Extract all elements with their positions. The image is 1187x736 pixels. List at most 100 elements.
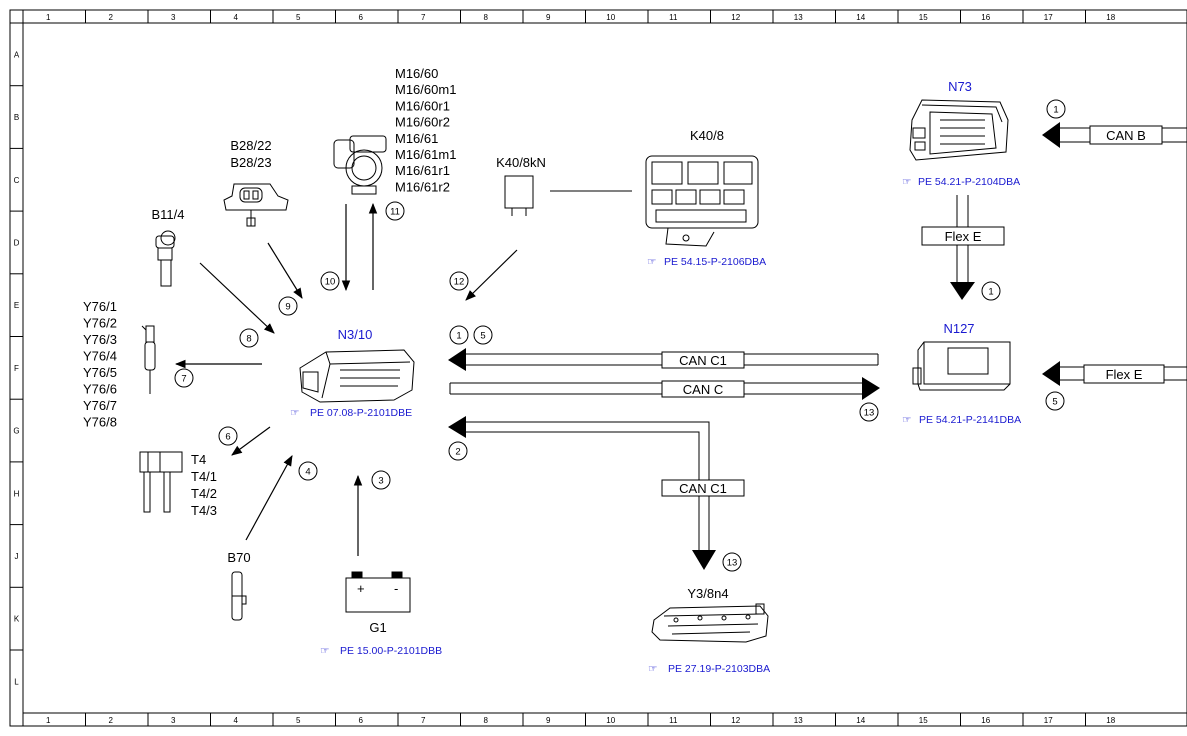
marker-number: 13 <box>864 408 875 419</box>
reference-hand-icon: ☞ <box>290 407 299 419</box>
y3-8n4-ref-link[interactable]: PE 27.19-P-2103DBA <box>668 663 770 675</box>
marker-number: 5 <box>1052 397 1057 408</box>
k40-8-ref-link[interactable]: PE 54.15-P-2106DBA <box>664 256 766 268</box>
grid-column-label-bottom: 5 <box>296 716 301 725</box>
t4-label: T4/3 <box>191 503 217 518</box>
grid-column-label-top: 13 <box>794 13 803 22</box>
n127-ref-link[interactable]: PE 54.21-P-2141DBA <box>919 414 1021 426</box>
grid-row-label: K <box>14 615 20 624</box>
marker-g1-supply: 3 <box>371 470 391 490</box>
grid-row-label: A <box>14 50 20 59</box>
grid-column-label-top: 2 <box>109 13 114 22</box>
g1-ref-link[interactable]: PE 15.00-P-2101DBB <box>340 645 442 657</box>
marker-number: 8 <box>246 334 251 345</box>
y76-label: Y76/4 <box>83 349 117 364</box>
y76-label: Y76/5 <box>83 365 117 380</box>
battery-icon <box>345 571 411 613</box>
marker-number: 11 <box>390 207 400 218</box>
n3-10-icon <box>299 349 415 403</box>
reference-hand-icon: ☞ <box>320 645 329 657</box>
k40-8-icon <box>645 155 759 247</box>
reference-hand-icon: ☞ <box>902 176 911 188</box>
grid-column-label-top: 18 <box>1106 13 1115 22</box>
b70-sensor: B70 <box>227 550 251 621</box>
grid-row-label: L <box>14 677 19 686</box>
grid-column-label-top: 8 <box>484 13 489 22</box>
can-c-label: CAN C <box>683 382 723 397</box>
grid-column-label-top: 5 <box>296 13 301 22</box>
grid-column-label-bottom: 11 <box>669 716 678 725</box>
n73-module: N73 PE 54.21-P-2104DBA ☞ <box>902 79 1020 188</box>
m16-throttle-actuator: M16/60M16/60m1M16/60r1M16/60r2M16/61M16/… <box>333 66 456 195</box>
grid-column-label-top: 6 <box>359 13 364 22</box>
m16-label: M16/60r1 <box>395 98 450 113</box>
grid-column-label-bottom: 16 <box>981 716 990 725</box>
grid-column-label-bottom: 7 <box>421 716 426 725</box>
grid-column-label-bottom: 17 <box>1044 716 1053 725</box>
flex-e-n73-label: Flex E <box>945 229 982 244</box>
grid-column-label-top: 1 <box>46 13 51 22</box>
temperature-sensor-icon <box>155 230 176 287</box>
flex-e-n127-link: Flex E <box>1042 361 1187 386</box>
marker-number: 1 <box>456 331 461 342</box>
grid-column-label-top: 7 <box>421 13 426 22</box>
marker-number: 4 <box>305 467 310 478</box>
n3-10-label: N3/10 <box>338 327 373 342</box>
b28-sensor: B28/22 B28/23 <box>223 138 289 227</box>
n3-10-ref-link[interactable]: PE 07.08-P-2101DBE <box>310 407 412 419</box>
marker-b28-signal: 9 <box>278 296 298 316</box>
g1-label: G1 <box>369 620 386 635</box>
can-c1-bottom-bus: CAN C1 <box>448 416 745 570</box>
marker-n73-in: 1 <box>1046 99 1066 119</box>
n3-10-module: N3/10 ☞ PE 07.08-P-2101DBE <box>290 327 415 419</box>
grid-row-label: H <box>14 489 20 498</box>
can-c-bus: CAN C <box>449 377 880 400</box>
grid-column-label-top: 4 <box>234 13 239 22</box>
grid-column-label-bottom: 12 <box>731 716 740 725</box>
marker-t4-signal: 6 <box>218 426 238 446</box>
n73-ref-link[interactable]: PE 54.21-P-2104DBA <box>918 176 1020 188</box>
marker-number: 6 <box>225 432 230 443</box>
marker-number: 1 <box>1053 105 1058 116</box>
battery-plus-sign: + <box>357 581 365 596</box>
y76-label: Y76/1 <box>83 299 117 314</box>
crankshaft-sensor-icon <box>231 571 247 621</box>
b28-to-n3-arrow <box>267 242 303 299</box>
marker-to-y3: 13 <box>722 552 742 572</box>
marker-n3-in-b: 5 <box>473 325 493 345</box>
marker-k40-signal: 12 <box>449 271 469 291</box>
grid-column-label-bottom: 8 <box>484 716 489 725</box>
marker-n127-in: 5 <box>1045 391 1065 411</box>
can-b-label: CAN B <box>1106 128 1146 143</box>
m16-label: M16/61m1 <box>395 147 456 162</box>
marker-m16-out: 11 <box>385 201 405 221</box>
y76-label: Y76/2 <box>83 316 117 331</box>
marker-m16-in: 10 <box>320 271 340 291</box>
marker-flex-down: 1 <box>981 281 1001 301</box>
drawing-frame: 1122334455667788991010111112121313141415… <box>9 9 1187 727</box>
t4-label: T4 <box>191 452 206 467</box>
grid-column-label-top: 12 <box>731 13 740 22</box>
grid-column-label-bottom: 2 <box>109 716 114 725</box>
grid-column-label-top: 14 <box>856 13 865 22</box>
n127-module: N127 ☞ PE 54.21-P-2141DBA <box>902 321 1021 426</box>
y76-label: Y76/3 <box>83 332 117 347</box>
b11-4-label: B11/4 <box>151 207 184 222</box>
grid-row-label: G <box>13 427 19 436</box>
grid-column-label-bottom: 13 <box>794 716 803 725</box>
k40-8kn-label: K40/8kN <box>496 155 546 170</box>
reference-hand-icon: ☞ <box>647 256 656 268</box>
can-b-bus: CAN B <box>1042 122 1187 148</box>
b11-4-sensor: B11/4 <box>151 207 185 287</box>
grid-row-label: J <box>15 552 19 561</box>
grid-column-label-bottom: 18 <box>1106 716 1115 725</box>
t4-label: T4/2 <box>191 486 217 501</box>
grid-column-label-top: 3 <box>171 13 176 22</box>
injector-icon <box>141 325 156 394</box>
marker-to-n3-lower: 2 <box>448 441 468 461</box>
relay-icon <box>504 175 534 216</box>
b11-to-n3-arrow <box>199 262 275 334</box>
marker-number: 10 <box>325 277 336 288</box>
marker-number: 9 <box>285 302 290 313</box>
g1-battery: + - G1 ☞ PE 15.00-P-2101DBB <box>320 571 442 657</box>
